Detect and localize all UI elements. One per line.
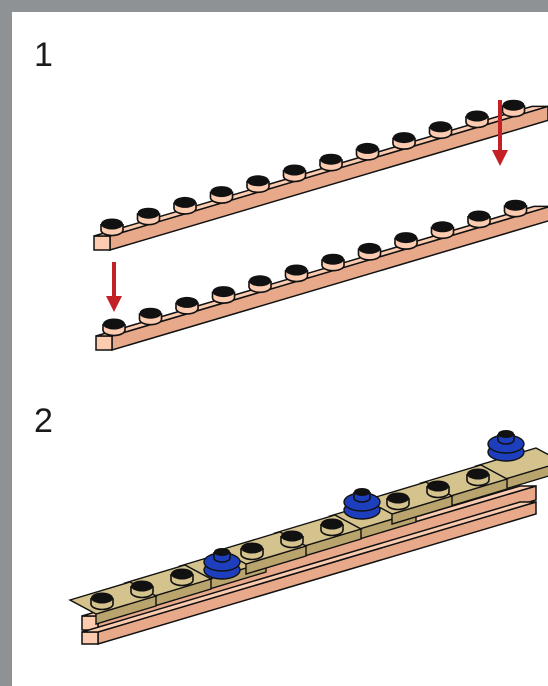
stud: [497, 430, 515, 445]
stud: [353, 488, 371, 503]
step-number: 1: [34, 36, 53, 74]
stud: [211, 286, 236, 304]
stud: [173, 196, 197, 215]
stud: [138, 307, 163, 326]
stud: [392, 132, 416, 150]
stud: [465, 110, 489, 129]
stud: [102, 318, 126, 337]
stud: [240, 542, 264, 561]
blue-round-plate: [487, 430, 525, 462]
blue-round-plate: [203, 548, 241, 580]
stud: [282, 164, 307, 183]
step-2-illustration: [68, 430, 548, 646]
stud: [319, 153, 343, 172]
step-1-illustration: [93, 99, 548, 352]
blue-round-plate: [343, 488, 381, 520]
plate-1x12: [95, 199, 548, 352]
plate-1x12: [93, 99, 548, 252]
stud: [501, 99, 526, 118]
stud: [386, 492, 410, 511]
base-plate: [81, 484, 537, 646]
stud: [280, 530, 304, 549]
plate-body: [81, 500, 537, 646]
stud: [430, 221, 455, 240]
stud: [130, 580, 154, 599]
tile-group: [218, 497, 418, 575]
stud: [136, 207, 161, 226]
tile-group: [364, 447, 548, 525]
stud: [100, 218, 124, 237]
stud: [467, 210, 491, 229]
stud: [90, 592, 114, 611]
stud: [503, 199, 528, 218]
stud: [246, 175, 270, 194]
stud: [284, 264, 309, 283]
plate-body: [93, 105, 548, 252]
stud: [213, 548, 231, 563]
stud: [355, 142, 380, 161]
step-number: 2: [34, 402, 53, 440]
stud: [175, 296, 199, 315]
stud: [321, 253, 345, 272]
stud: [394, 232, 418, 250]
stud: [248, 275, 272, 294]
stud: [209, 186, 234, 204]
stud: [170, 568, 194, 587]
stud: [357, 242, 382, 261]
stud: [466, 468, 490, 487]
stud: [426, 480, 450, 499]
stud: [428, 121, 453, 140]
stud: [320, 518, 344, 537]
